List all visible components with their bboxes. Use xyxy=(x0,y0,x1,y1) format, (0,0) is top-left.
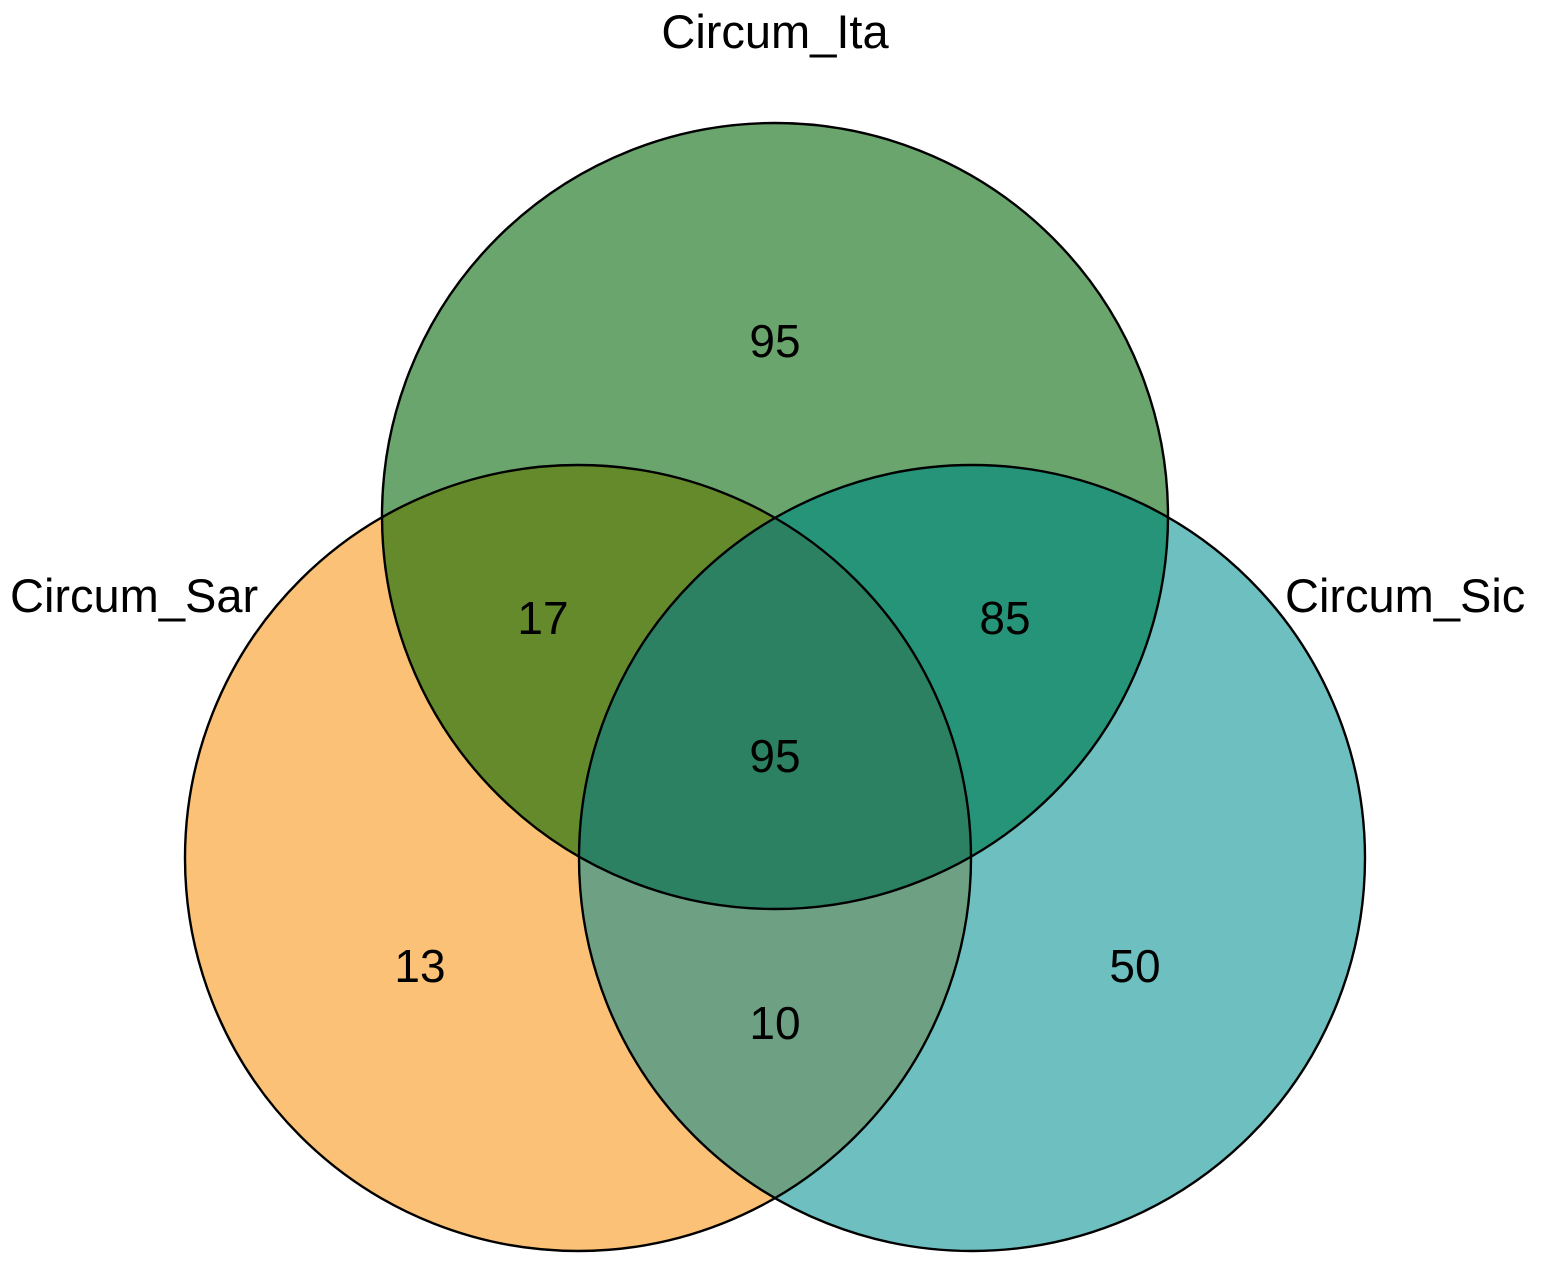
set-label-sic: Circum_Sic xyxy=(1285,569,1525,622)
region-count-ita-only: 95 xyxy=(749,315,800,367)
region-count-ita-sar: 17 xyxy=(517,592,568,644)
region-count-ita-sic: 85 xyxy=(979,592,1030,644)
region-count-sar-sic: 10 xyxy=(749,997,800,1049)
region-count-sic-only: 50 xyxy=(1109,940,1160,992)
set-outline-sic xyxy=(577,463,1367,1253)
region-count-sar-only: 13 xyxy=(394,940,445,992)
region-count-ita-sar-sic: 95 xyxy=(749,730,800,782)
set-label-ita: Circum_Ita xyxy=(661,5,889,58)
overlap-ita-sar-sic xyxy=(579,465,971,909)
set-outline-sar xyxy=(183,463,973,1253)
set-label-sar: Circum_Sar xyxy=(10,569,258,622)
